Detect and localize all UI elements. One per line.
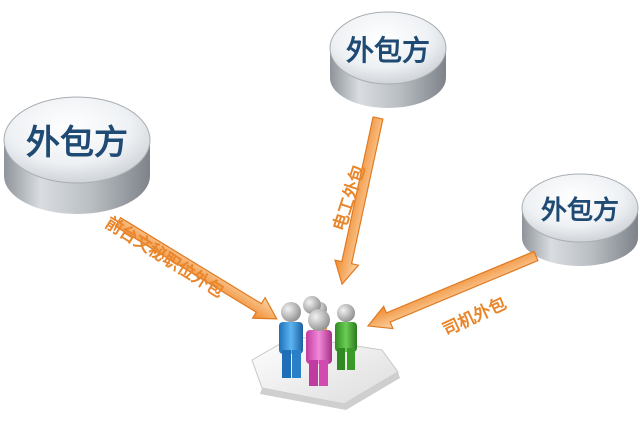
node-right: 外包方 (521, 173, 639, 266)
arrow-left-label: 前台文秘职位外包 (101, 212, 227, 302)
person-blue-icon (279, 302, 303, 378)
person-pink-icon (306, 309, 332, 386)
person-green-icon (335, 304, 357, 370)
node-left: 外包方 (3, 96, 151, 214)
node-top-label: 外包方 (346, 34, 430, 67)
arrow-left (114, 216, 278, 320)
node-left-label: 外包方 (26, 123, 128, 163)
arrow-right-label: 司机外包 (439, 293, 510, 341)
node-right-label: 外包方 (541, 195, 619, 226)
node-top: 外包方 (329, 11, 447, 108)
people-group-icon (251, 296, 400, 410)
arrow-top (334, 116, 384, 286)
arrow-right (366, 250, 539, 330)
